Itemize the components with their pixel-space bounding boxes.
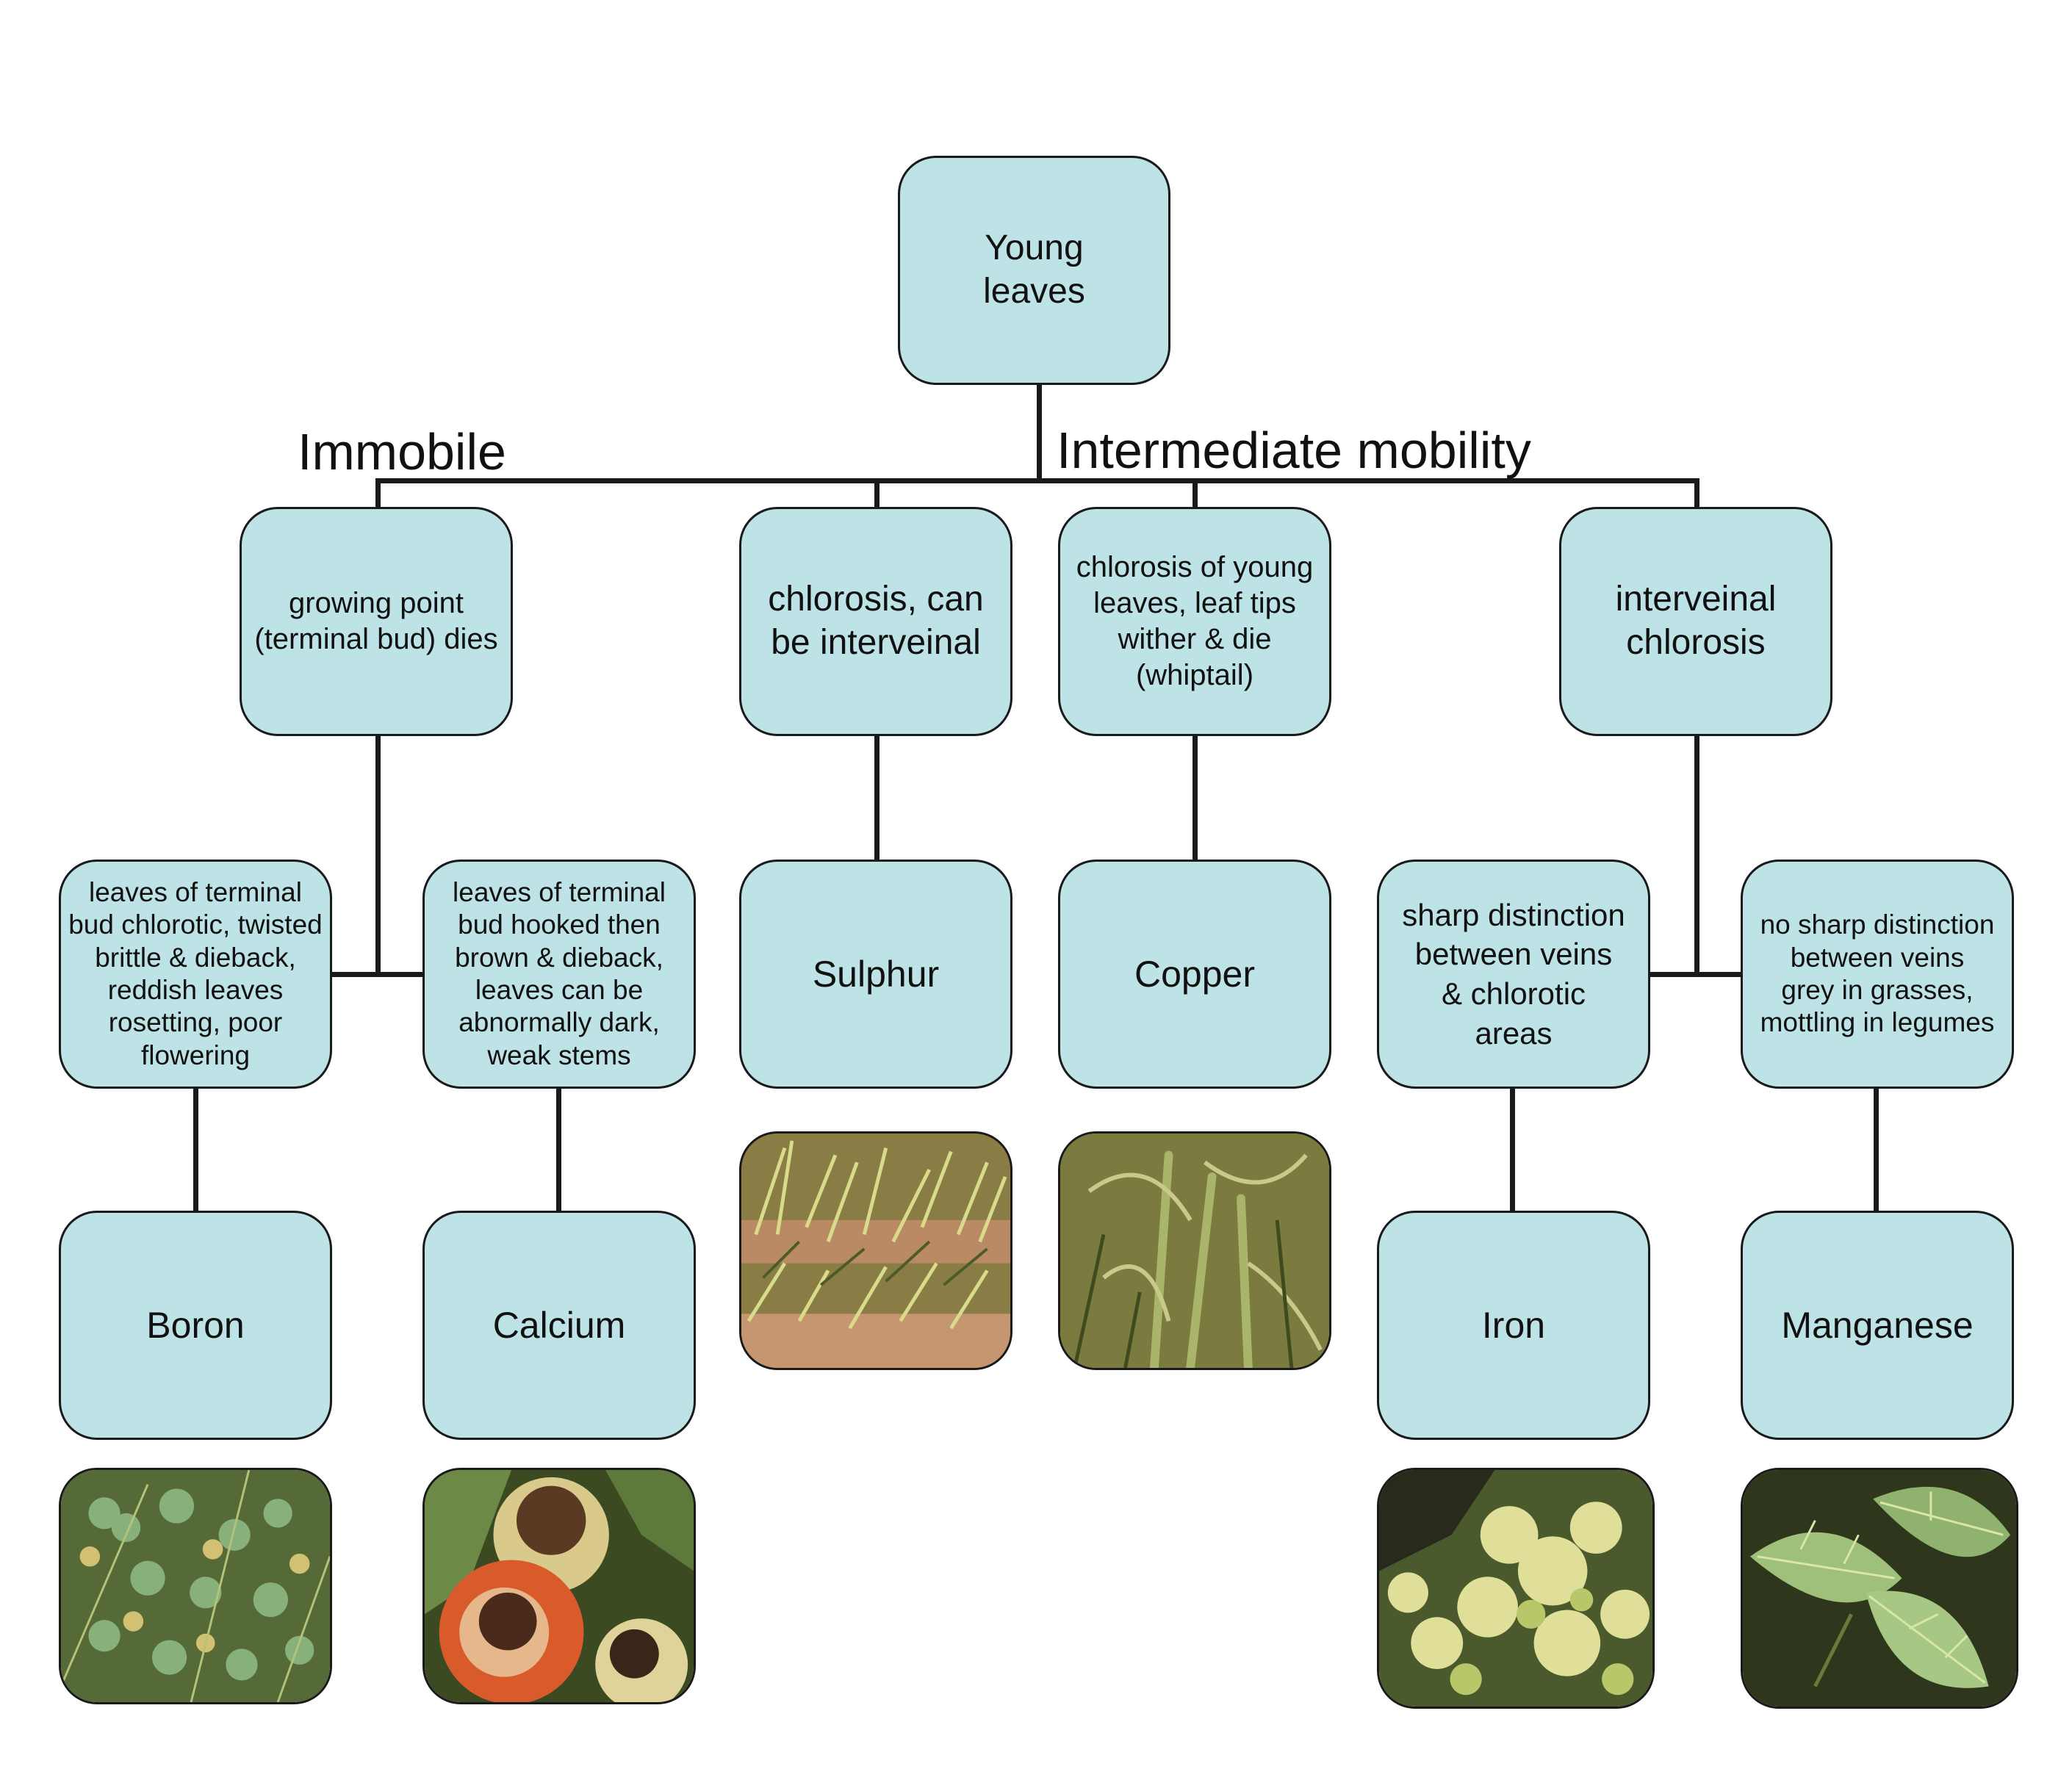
boron-symptom-text: leaves of terminal bud chlorotic, twiste… — [68, 876, 323, 1070]
boron-photo — [59, 1468, 332, 1704]
iron-text: Iron — [1481, 1304, 1546, 1346]
chlorosis-young-text: chlorosis of young leaves, leaf tips wit… — [1076, 551, 1314, 691]
copper-text: Copper — [1134, 953, 1255, 995]
chlorosis-interveinal-node: chlorosis, can be interveinal — [739, 507, 1012, 736]
iron-photo — [1377, 1468, 1655, 1709]
calcium-photo — [422, 1468, 696, 1704]
connector-boron-calcium-bar — [331, 972, 424, 977]
boron-text: Boron — [146, 1304, 245, 1346]
connector-sulphur-down — [874, 735, 879, 860]
connector-root-down — [1037, 384, 1042, 480]
iron-symptom-node: sharp distinction between veins & chloro… — [1377, 860, 1650, 1089]
iron-node: Iron — [1377, 1211, 1650, 1440]
manganese-symptom-node: no sharp distinction between veins grey … — [1741, 860, 2014, 1089]
connector-interveinal-down — [1694, 735, 1699, 976]
connector-copper-down — [1193, 735, 1198, 860]
young-leaves-node: Young leaves — [898, 156, 1170, 385]
sulphur-text: Sulphur — [812, 953, 940, 995]
boron-node: Boron — [59, 1211, 332, 1440]
boron-symptom-node: leaves of terminal bud chlorotic, twiste… — [59, 860, 332, 1089]
young-leaves-text: Young leaves — [983, 228, 1085, 311]
copper-photo — [1058, 1131, 1331, 1370]
connector-iron-down — [1510, 1086, 1515, 1211]
interveinal-chlorosis-text: interveinal chlorosis — [1615, 580, 1777, 662]
connector-calcium-down — [556, 1086, 561, 1211]
connector-manganese-down — [1874, 1086, 1879, 1211]
calcium-symptom-node: leaves of terminal bud hooked then brown… — [422, 860, 696, 1089]
calcium-node: Calcium — [422, 1211, 696, 1440]
sulphur-photo — [739, 1131, 1012, 1370]
iron-symptom-text: sharp distinction between veins & chloro… — [1402, 897, 1625, 1051]
connector-chlorosis-interveinal-up — [874, 478, 879, 510]
manganese-photo — [1741, 1468, 2018, 1709]
connector-chlorosis-young-up — [1193, 478, 1198, 510]
growing-point-node: growing point (terminal bud) dies — [240, 507, 513, 736]
connector-interveinal-up — [1694, 478, 1699, 510]
copper-node: Copper — [1058, 860, 1331, 1089]
interveinal-chlorosis-node: interveinal chlorosis — [1559, 507, 1832, 736]
growing-point-text: growing point (terminal bud) dies — [254, 587, 498, 655]
intermediate-mobility-label: Intermediate mobility — [1057, 422, 1531, 479]
sulphur-node: Sulphur — [739, 860, 1012, 1089]
connector-level1-bar — [375, 478, 1699, 483]
connector-boron-down — [193, 1086, 198, 1211]
immobile-label: Immobile — [298, 423, 506, 480]
manganese-symptom-text: no sharp distinction between veins grey … — [1760, 909, 1995, 1038]
connector-growing-point-down — [375, 735, 381, 976]
manganese-node: Manganese — [1741, 1211, 2014, 1440]
manganese-text: Manganese — [1781, 1304, 1974, 1346]
connector-iron-manganese-bar — [1649, 972, 1742, 977]
connector-growing-point-up — [375, 478, 381, 510]
calcium-symptom-text: leaves of terminal bud hooked then brown… — [453, 876, 666, 1070]
chlorosis-young-node: chlorosis of young leaves, leaf tips wit… — [1058, 507, 1331, 736]
chlorosis-interveinal-text: chlorosis, can be interveinal — [768, 580, 984, 662]
calcium-text: Calcium — [492, 1304, 626, 1346]
